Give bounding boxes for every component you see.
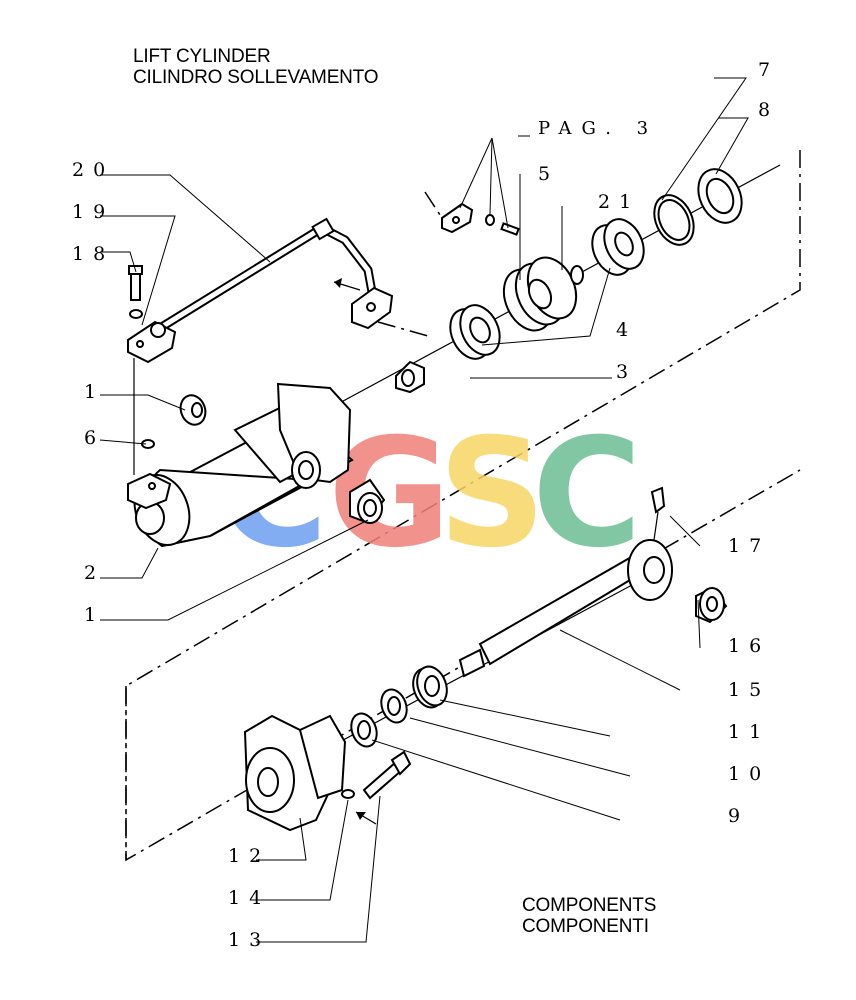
part-2-cylinder (127, 382, 354, 548)
watermark-letter-s: S (438, 407, 546, 581)
leader-lines (99, 77, 749, 943)
callout-6: 6 (84, 427, 105, 449)
part-1-bushing-bottom (349, 478, 386, 524)
callout-15: 15 (728, 679, 770, 701)
callout-1-bottom: 1 (84, 604, 105, 626)
callout-14: 14 (228, 887, 270, 909)
pipe-fitting (127, 320, 177, 364)
arrow-head-bolt (356, 812, 366, 820)
part-4-seal-a (449, 304, 501, 360)
part-20-pipe (157, 217, 377, 332)
callout-19: 19 (72, 201, 114, 223)
callout-20: 20 (72, 159, 114, 181)
callout-16: 16 (728, 635, 770, 657)
callout-3: 3 (616, 361, 637, 383)
part-1-bushing-top-bore (191, 402, 203, 418)
part-7-ring-inner (657, 199, 691, 241)
part-19-washer (129, 309, 143, 319)
part-16-bushing (695, 586, 728, 624)
part-15-rod (458, 539, 673, 678)
part-21-oring (570, 265, 584, 285)
callout-21: 21 (598, 191, 640, 213)
callout-10: 10 (728, 763, 770, 785)
callout-18: 18 (72, 243, 114, 265)
part-14-washer (341, 789, 355, 799)
callout-11: 11 (728, 721, 770, 743)
components-italian: COMPONENTI (522, 916, 649, 937)
title-block-bottom: COMPONENTS COMPONENTI (522, 895, 656, 937)
title-block-top: LIFT CYLINDER CILINDRO SOLLEVAMENTO (133, 46, 379, 88)
pipe-block (351, 286, 394, 330)
part-3-nut (395, 360, 425, 394)
arrow-head-block (334, 278, 342, 288)
pag3-bracket (441, 202, 520, 236)
pag3-dash (424, 191, 443, 219)
title-english: LIFT CYLINDER (133, 46, 271, 67)
callout-2: 2 (84, 562, 105, 584)
callout-7: 7 (758, 59, 779, 81)
callout-8: 8 (758, 99, 779, 121)
components-english: COMPONENTS (522, 895, 657, 916)
callout-numbers: 20 19 18 1 6 2 1 3 4 5 PAG. 3 21 7 8 17 … (72, 59, 779, 951)
part-8-seal (697, 168, 743, 224)
callout-17: 17 (728, 535, 770, 557)
callout-4: 4 (616, 319, 637, 341)
callout-5: 5 (538, 163, 559, 185)
part-12-head (243, 714, 347, 832)
part-10-ring (380, 688, 408, 724)
callout-pag3: PAG. 3 (538, 118, 658, 139)
title-italian: CILINDRO SOLLEVAMENTO (133, 67, 379, 88)
part-4-seal-b (591, 218, 645, 276)
part-17-grease-nipple (650, 486, 666, 541)
part-13-bolt (362, 750, 412, 800)
callout-9: 9 (728, 805, 749, 827)
callout-12: 12 (228, 845, 270, 867)
part-11-ring (412, 665, 448, 709)
part-9-ring (350, 712, 378, 748)
watermark-letter-c2: C (532, 407, 642, 581)
callout-13: 13 (228, 929, 270, 951)
block-dash (377, 321, 429, 337)
callout-1-top: 1 (84, 381, 105, 403)
part-5-piston (502, 256, 578, 332)
